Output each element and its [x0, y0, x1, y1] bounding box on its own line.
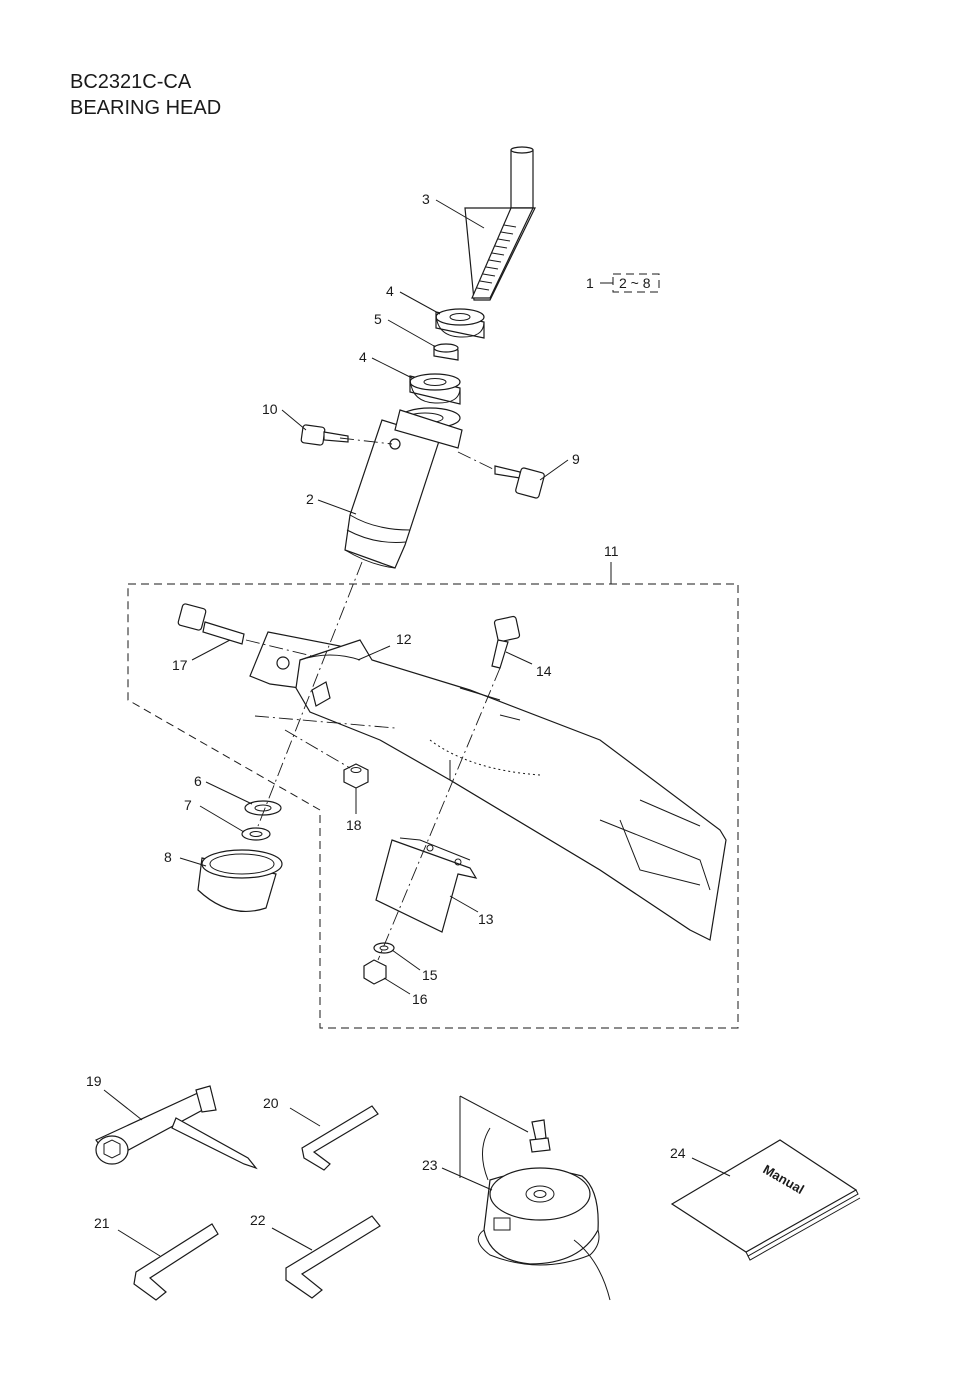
callout-21: 21 [94, 1215, 110, 1231]
part-collar [197, 849, 283, 912]
callout-4-upper: 4 [386, 283, 394, 299]
callout-10: 10 [262, 401, 278, 417]
callout-20: 20 [263, 1095, 279, 1111]
callout-2: 2 [306, 491, 314, 507]
part-bracket [249, 631, 727, 941]
callout-24: 24 [670, 1145, 686, 1161]
part-plug-wrench [95, 1085, 258, 1170]
part-hex-key-small [301, 1105, 379, 1171]
part-bearing-upper [435, 308, 485, 339]
part-bolt-left [300, 424, 349, 446]
part-manual: Manual [670, 1139, 861, 1261]
callout-16: 16 [412, 991, 428, 1007]
callout-3: 3 [422, 191, 430, 207]
part-spacer [433, 343, 459, 361]
part-plate [375, 837, 478, 933]
part-short-bolt [491, 615, 521, 669]
assembly-boundary [127, 562, 739, 1029]
callout-1: 1 [586, 275, 594, 291]
part-hex-key-large [285, 1215, 381, 1299]
part-bolt-right [494, 465, 545, 499]
part-bearing-lower [409, 373, 461, 405]
page-title: BEARING HEAD [70, 97, 222, 119]
assembly-centerlines [245, 437, 501, 961]
callout-6: 6 [194, 773, 202, 789]
callout-17: 17 [172, 657, 188, 673]
callout-13: 13 [478, 911, 494, 927]
callout-7: 7 [184, 797, 192, 813]
callout-9: 9 [572, 451, 580, 467]
callout-11: 11 [604, 543, 619, 559]
callout-12: 12 [396, 631, 412, 647]
callout-19: 19 [86, 1073, 102, 1089]
part-nut [343, 763, 369, 789]
part-bearing-housing [344, 407, 463, 569]
leader-lines [103, 199, 731, 1257]
callout-1-range: 2 ~ 8 [619, 275, 651, 291]
part-small-nut [363, 959, 387, 985]
part-shaft [464, 146, 536, 301]
part-long-bolt [177, 603, 245, 645]
callout-22: 22 [250, 1212, 266, 1228]
part-circlip [241, 827, 271, 841]
callout-labels: 1 2 ~ 8 3 4 5 4 10 9 2 11 12 14 17 6 7 1… [86, 191, 686, 1231]
assembly-range-callout [600, 273, 660, 293]
part-lock-washer [373, 942, 395, 954]
model-number: BC2321C-CA [70, 71, 192, 93]
callout-18: 18 [346, 817, 362, 833]
callout-14: 14 [536, 663, 552, 679]
callout-15: 15 [422, 967, 438, 983]
callout-8: 8 [164, 849, 172, 865]
callout-5: 5 [374, 311, 382, 327]
part-trimmer-head [459, 1095, 611, 1301]
callout-23: 23 [422, 1157, 438, 1173]
part-hex-key-medium [133, 1223, 219, 1301]
part-washer [244, 800, 282, 816]
callout-4-lower: 4 [359, 349, 367, 365]
